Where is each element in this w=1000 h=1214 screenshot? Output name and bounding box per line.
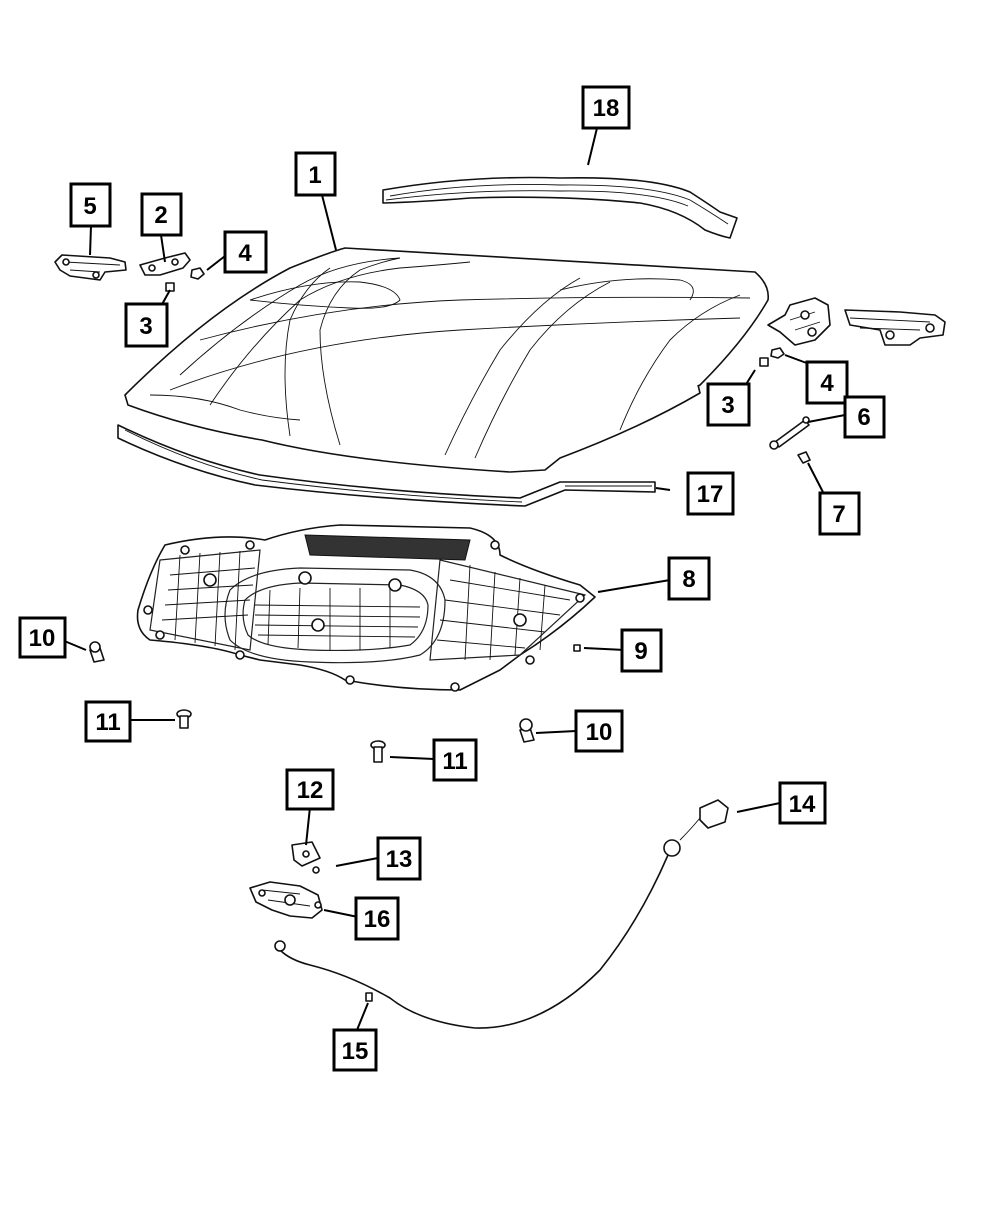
callout-3-right-label: 3 xyxy=(721,392,734,419)
callout-11-left: 11 xyxy=(84,700,132,743)
callout-18-label: 18 xyxy=(593,95,620,122)
hood-front-seal-part xyxy=(117,424,656,507)
callout-10-left: 10 xyxy=(18,616,67,659)
callout-11-right-label: 11 xyxy=(442,748,467,775)
callout-16-label: 16 xyxy=(364,906,391,933)
hood-silencer-part xyxy=(136,524,596,692)
callout-18: 18 xyxy=(581,85,631,130)
fastener-9-part xyxy=(573,644,581,652)
callout-15: 15 xyxy=(332,1028,378,1072)
pushpin-11-left-part xyxy=(176,709,192,729)
callout-4-right: 4 xyxy=(805,360,849,405)
callout-2: 2 xyxy=(140,192,183,237)
cable-clip-15-part xyxy=(365,992,373,1002)
callout-2-label: 2 xyxy=(154,202,167,229)
hood-seal-part xyxy=(382,176,738,239)
hood-release-cable-part xyxy=(274,799,729,1029)
left-hinge-bracket-part xyxy=(139,252,191,276)
left-nut-part xyxy=(190,267,205,280)
callout-5-label: 5 xyxy=(83,193,96,220)
callout-3-left-label: 3 xyxy=(139,313,152,340)
callout-5: 5 xyxy=(69,182,112,228)
latch-nut-13-part xyxy=(312,866,320,874)
callout-7-label: 7 xyxy=(832,501,845,528)
callout-13-label: 13 xyxy=(386,846,413,873)
callout-17-label: 17 xyxy=(697,481,724,508)
right-bolt-part xyxy=(759,357,769,367)
pushpin-11-right-part xyxy=(370,740,386,763)
bumper-10-right-part xyxy=(519,718,535,743)
callout-4-left-label: 4 xyxy=(238,240,252,267)
left-hood-hinge-part xyxy=(54,254,127,281)
callout-9: 9 xyxy=(620,628,663,673)
bumper-10-left-part xyxy=(89,641,105,663)
callout-14: 14 xyxy=(778,781,827,825)
callout-12: 12 xyxy=(285,768,335,811)
hood-panel-part xyxy=(124,247,770,473)
callout-12-label: 12 xyxy=(297,777,324,804)
callout-6-label: 6 xyxy=(857,404,870,431)
callout-13: 13 xyxy=(376,836,422,881)
callout-15-label: 15 xyxy=(342,1038,369,1065)
callout-3-left: 3 xyxy=(124,302,169,348)
callout-16: 16 xyxy=(354,896,400,941)
callout-17: 17 xyxy=(686,471,735,516)
callout-11-right: 11 xyxy=(432,738,478,782)
callout-3-right: 3 xyxy=(706,382,751,427)
callout-4-right-label: 4 xyxy=(820,370,834,397)
hood-lift-support-part xyxy=(769,416,810,450)
callout-6: 6 xyxy=(843,395,886,439)
left-bolt-part xyxy=(165,282,175,292)
hood-latch-part xyxy=(249,881,323,919)
callout-8: 8 xyxy=(667,556,711,601)
right-hood-hinge-part xyxy=(767,297,946,346)
right-nut-part xyxy=(770,347,785,359)
callout-4-left: 4 xyxy=(223,230,268,274)
callout-10-right-label: 10 xyxy=(586,719,613,746)
callout-10-right: 10 xyxy=(574,709,624,753)
callout-9-label: 9 xyxy=(634,638,647,665)
callout-1: 1 xyxy=(294,151,337,197)
silencer-pushpin-holes xyxy=(143,540,585,692)
callout-8-label: 8 xyxy=(682,566,695,593)
latch-bracket-part xyxy=(291,841,321,867)
ball-stud-part xyxy=(797,451,811,464)
callout-14-label: 14 xyxy=(789,791,816,818)
callout-1-label: 1 xyxy=(308,162,321,189)
callout-11-left-label: 11 xyxy=(95,709,120,736)
callout-7: 7 xyxy=(818,491,861,536)
callout-10-left-label: 10 xyxy=(29,625,56,652)
